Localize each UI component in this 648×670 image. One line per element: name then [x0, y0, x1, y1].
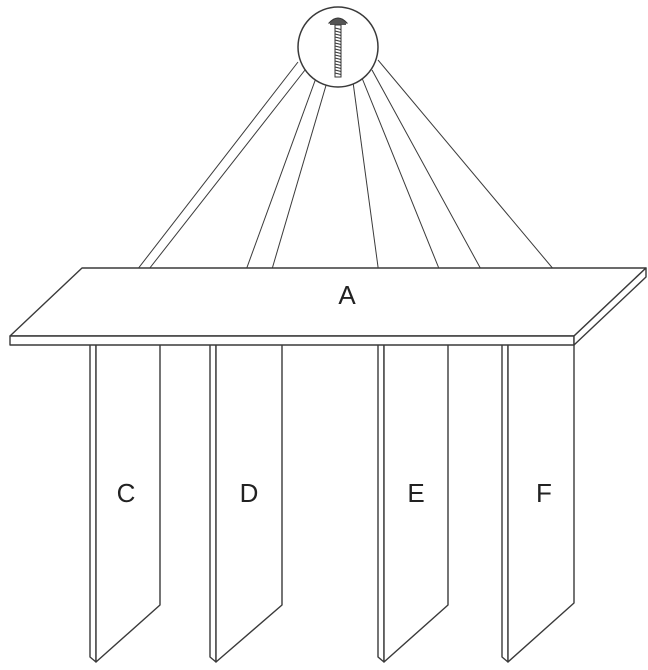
screw-thread: [334, 66, 342, 69]
label-f: F: [536, 478, 552, 508]
screw-thread: [334, 48, 342, 51]
panel-d: [209, 339, 283, 663]
screw-thread: [334, 60, 342, 63]
screw-thread: [334, 57, 342, 60]
leader-line-8: [377, 59, 561, 278]
leader-line-4: [269, 81, 328, 277]
leader-line-2: [141, 69, 306, 279]
panel-f: [501, 339, 575, 663]
label-e: E: [407, 478, 424, 508]
leader-line-6: [361, 77, 443, 277]
screw-thread: [334, 54, 342, 57]
screw-thread: [334, 63, 342, 66]
screw-thread: [334, 42, 342, 45]
screw-thread: [334, 36, 342, 39]
screw-thread: [334, 33, 342, 36]
panel-c: [89, 339, 161, 663]
label-c: C: [117, 478, 136, 508]
screw-callout: [297, 6, 379, 88]
top-panel-a: [9, 267, 647, 346]
screw-thread: [334, 51, 342, 54]
label-a: A: [338, 280, 356, 310]
screw-thread: [334, 69, 342, 72]
screw-thread: [334, 45, 342, 48]
screw-thread: [334, 27, 342, 30]
label-d: D: [240, 478, 259, 508]
screw-thread: [334, 39, 342, 42]
screw-thread: [334, 30, 342, 33]
screw-thread: [334, 72, 342, 75]
screw-icon: [327, 17, 349, 78]
